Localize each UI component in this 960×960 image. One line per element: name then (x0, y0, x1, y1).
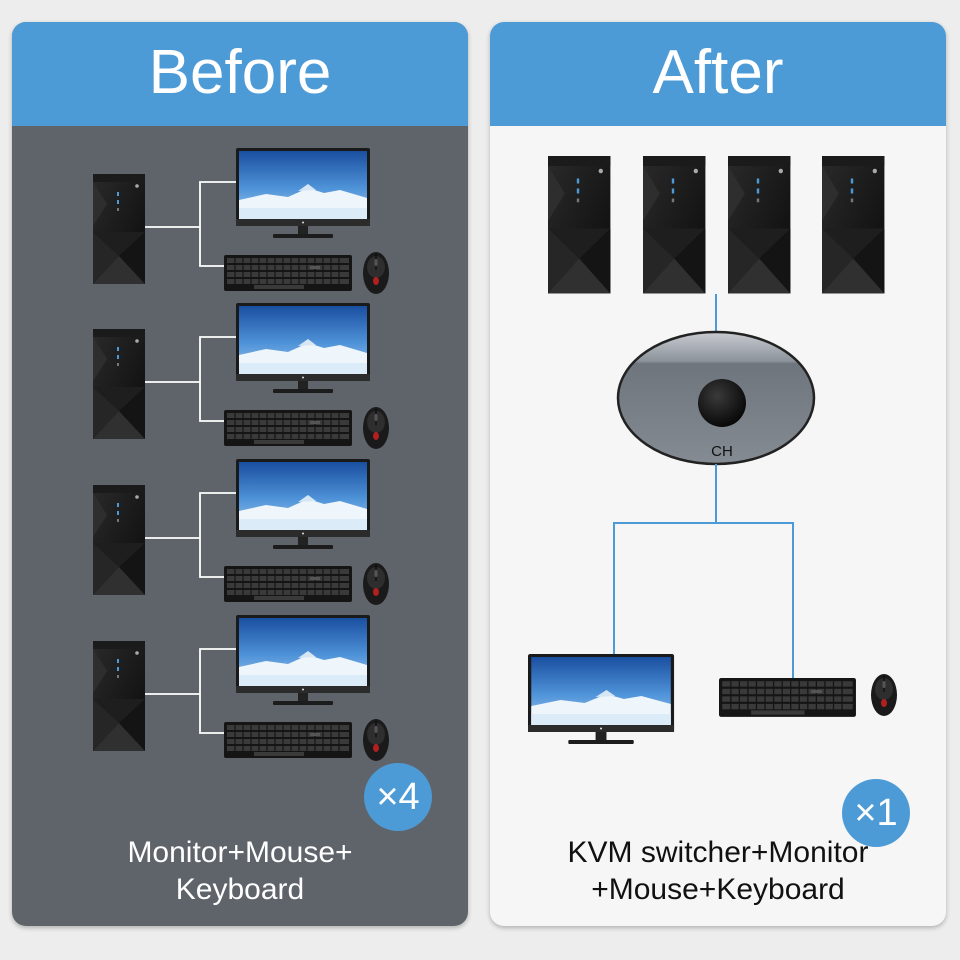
mouse-icon (362, 718, 390, 762)
keyboard-icon (223, 565, 353, 603)
monitor-icon (236, 148, 370, 238)
setup-2 (93, 303, 390, 450)
before-panel: Before (12, 22, 468, 926)
pc-tower-icon (548, 156, 611, 294)
multiplier-badge: ×1 (842, 779, 910, 847)
monitor-icon (236, 615, 370, 705)
after-caption-line-2: +Mouse+Keyboard (591, 873, 845, 906)
monitor-icon (236, 459, 370, 549)
before-caption-line-2: Keyboard (175, 873, 305, 906)
before-caption: Monitor+Mouse+ Keyboard (12, 834, 468, 908)
setup-4 (93, 615, 390, 762)
pc-tower-icon (93, 329, 145, 439)
pc-tower-icon (93, 174, 145, 284)
keyboard-icon (718, 677, 857, 718)
kvm-switch-icon (616, 330, 816, 466)
mouse-icon (362, 251, 390, 295)
setup-1 (93, 148, 390, 295)
setup-3 (93, 459, 390, 606)
keyboard-icon (223, 409, 353, 447)
pc-tower-icon (822, 156, 885, 294)
mouse-icon (362, 406, 390, 450)
pc-tower-icon (93, 641, 145, 751)
monitor-icon (528, 654, 675, 744)
before-caption-line-1: Monitor+Mouse+ (127, 836, 353, 869)
pc-tower-icon (643, 156, 706, 294)
multiplier-badge: ×4 (364, 763, 432, 831)
monitor-icon (236, 303, 370, 393)
keyboard-icon (223, 254, 353, 292)
pc-tower-icon (728, 156, 791, 294)
keyboard-icon (223, 721, 353, 759)
after-caption: KVM switcher+Monitor +Mouse+Keyboard (490, 834, 946, 908)
before-setups-illustration (93, 148, 390, 762)
pc-row (548, 156, 885, 294)
after-panel: After CH ×1 KVM switcher+Monitor +Mouse+… (490, 22, 946, 926)
before-title: Before (12, 22, 468, 126)
ch-label: CH (711, 443, 733, 460)
mouse-icon (362, 562, 390, 606)
after-kvm-illustration: CH (528, 156, 898, 744)
pc-tower-icon (93, 485, 145, 595)
mouse-icon (870, 673, 898, 717)
ch-button (698, 379, 746, 427)
after-caption-line-1: KVM switcher+Monitor (567, 836, 869, 869)
after-title: After (490, 22, 946, 126)
